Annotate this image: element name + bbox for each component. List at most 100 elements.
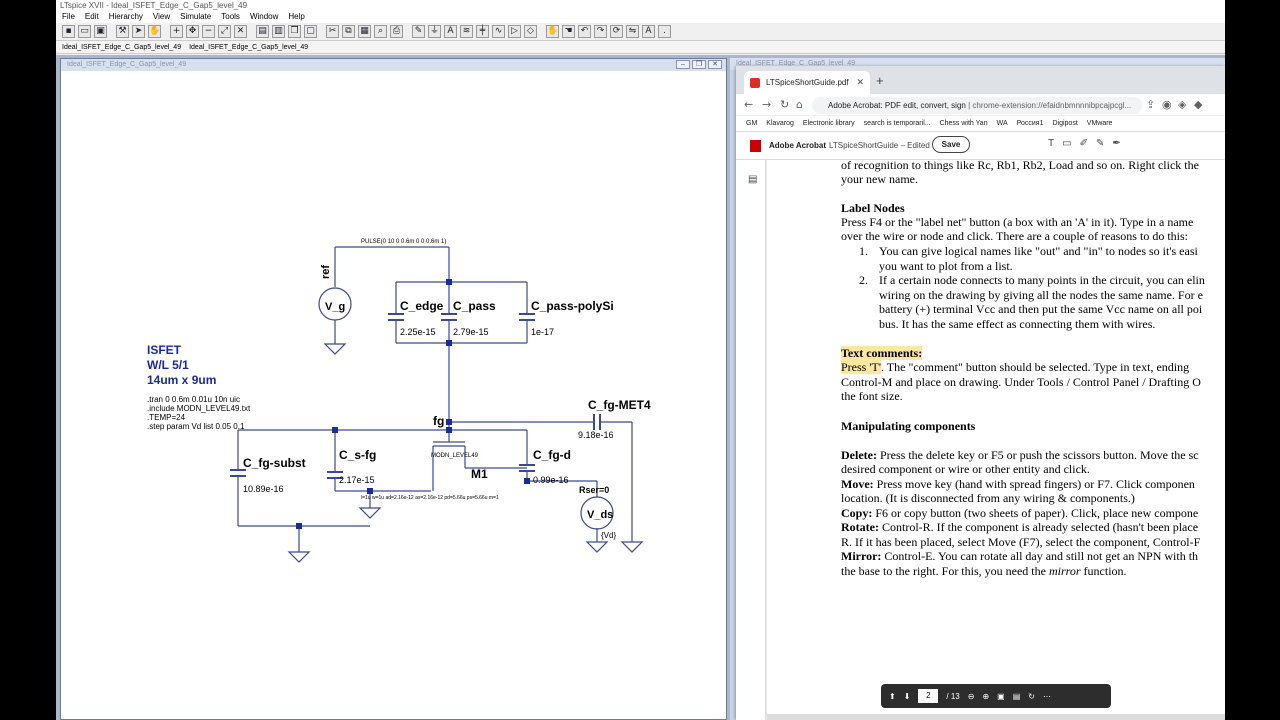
bookmark-digipost[interactable]: Digipost xyxy=(1052,120,1078,127)
close-window-icon[interactable]: ▢ xyxy=(304,25,317,38)
ltspice-menu-bar: File Edit Hierarchy View Simulate Tools … xyxy=(56,11,1225,23)
close-icon[interactable]: ✕ xyxy=(708,60,722,69)
doc-line: wiring on the drawing by giving all the … xyxy=(879,288,1203,302)
copy-icon[interactable]: ⧉ xyxy=(342,25,355,38)
bookmark-klavarog[interactable]: Klavarog xyxy=(766,120,794,127)
bookmark-gm[interactable]: GM xyxy=(746,120,758,127)
fit-page-icon[interactable]: ▣ xyxy=(997,691,1005,701)
doc-line: Press F4 or the "label net" button (a bo… xyxy=(841,215,1194,229)
ground-icon[interactable]: ⏚ xyxy=(428,25,441,38)
isfet-dims: 14um x 9um xyxy=(147,373,216,387)
drag-icon[interactable]: ☚ xyxy=(562,25,575,38)
menu-file[interactable]: File xyxy=(62,12,75,21)
bookmark-electronic-library[interactable]: Electronic library xyxy=(802,120,855,127)
extension-icon-2[interactable]: ◈ xyxy=(1178,98,1187,111)
menu-edit[interactable]: Edit xyxy=(84,12,99,21)
component-icon[interactable]: ◇ xyxy=(524,25,537,38)
minimize-icon[interactable]: – xyxy=(676,60,690,69)
bookmark-chess[interactable]: Chess with Yan xyxy=(939,120,988,127)
extension-icon-3[interactable]: ◆ xyxy=(1194,98,1203,111)
more-icon[interactable]: ⋯ xyxy=(1042,691,1051,701)
inductor-icon[interactable]: ∿ xyxy=(492,25,505,38)
doc-line: location. (It is disconnected from any w… xyxy=(841,491,1135,505)
page-number-input[interactable]: 2 xyxy=(918,689,939,703)
forward-icon[interactable]: → xyxy=(762,98,772,111)
save-icon[interactable]: ▣ xyxy=(94,25,107,38)
run-icon[interactable]: ➤ xyxy=(132,25,145,38)
share-icon[interactable]: ⇪ xyxy=(1146,98,1156,111)
bookmark-wa[interactable]: WA xyxy=(996,120,1008,127)
zoom-fit-icon[interactable]: ⤢ xyxy=(218,25,231,38)
zoom-in-icon[interactable]: + xyxy=(170,25,183,38)
schematic-canvas[interactable]: PULSE(0 10 0 0.6m 0 0 0.6m 1) ref V_g C_… xyxy=(61,72,726,720)
extension-icon[interactable]: ◉ xyxy=(1162,98,1172,111)
tile-vertical-icon[interactable]: ▥ xyxy=(272,25,285,38)
tab-ltspice-guide[interactable]: LTSpiceShortGuide.pdf ✕ xyxy=(744,71,870,94)
zoom-in-icon[interactable]: ⊕ xyxy=(982,691,990,701)
move-icon[interactable]: ✋ xyxy=(546,25,559,38)
bookmark-russia1[interactable]: Росcия1 xyxy=(1016,120,1044,127)
next-page-icon[interactable]: ⬇ xyxy=(903,691,911,701)
capacitor-plates xyxy=(230,313,601,479)
bookmark-search[interactable]: search is temporaril... xyxy=(863,120,931,127)
menu-view[interactable]: View xyxy=(152,12,171,21)
zoom-out-icon[interactable]: − xyxy=(202,25,215,38)
doc-line: You can give logical names like "out" an… xyxy=(879,244,1198,258)
new-icon[interactable]: ▪ xyxy=(62,25,75,38)
print-icon[interactable]: ⎙ xyxy=(390,25,403,38)
tab-close-icon[interactable]: ✕ xyxy=(856,77,864,87)
fit-width-icon[interactable]: ▤ xyxy=(1012,691,1021,701)
menu-tools[interactable]: Tools xyxy=(221,12,240,21)
pan-icon[interactable]: ✥ xyxy=(186,25,199,38)
menu-window[interactable]: Window xyxy=(249,12,279,21)
address-bar-row: ← → ↻ ⌂ Adobe Acrobat: PDF edit, convert… xyxy=(736,94,1225,116)
voltage-sources xyxy=(318,287,614,530)
back-icon[interactable]: ← xyxy=(744,98,754,111)
reload-icon[interactable]: ↻ xyxy=(780,98,790,111)
text-icon[interactable]: A xyxy=(642,25,655,38)
horizontal-scrollbar[interactable] xyxy=(767,714,1225,720)
open-icon[interactable]: ▭ xyxy=(78,25,91,38)
pdf-page[interactable]: of recognition to things like Rc, Rb1, R… xyxy=(767,160,1225,720)
rotate-icon[interactable]: ↻ xyxy=(1028,691,1035,701)
menu-help[interactable]: Help xyxy=(288,12,305,21)
paste-icon[interactable]: ▦ xyxy=(358,25,371,38)
save-button[interactable]: Save xyxy=(932,136,970,153)
comment-icon[interactable]: ▭ xyxy=(1062,138,1072,149)
zoom-out-icon[interactable]: ⊖ xyxy=(967,691,975,701)
home-icon[interactable]: ⌂ xyxy=(796,98,803,111)
zoom-cancel-icon[interactable]: ✕ xyxy=(234,25,247,38)
prev-page-icon[interactable]: ⬆ xyxy=(889,691,896,701)
label-net-icon[interactable]: A xyxy=(444,25,457,38)
menu-hierarchy[interactable]: Hierarchy xyxy=(108,12,143,21)
doc-tab-schematic[interactable]: Ideal_ISFET_Edge_C_Gap5_level_49 xyxy=(62,44,182,51)
tab-title: LTSpiceShortGuide.pdf xyxy=(766,78,849,87)
thumbnails-icon[interactable]: ▤ xyxy=(748,174,758,185)
restore-icon[interactable]: ❐ xyxy=(692,60,706,69)
redo-icon[interactable]: ↷ xyxy=(594,25,607,38)
doc-tab-second[interactable]: Ideal_ISFET_Edge_C_Gap5_level_49 xyxy=(189,44,309,51)
pen-icon[interactable]: ✒ xyxy=(1112,138,1121,149)
rotate-icon[interactable]: ⟳ xyxy=(610,25,623,38)
bookmark-vmware[interactable]: VMware xyxy=(1086,120,1113,127)
find-icon[interactable]: ⌕ xyxy=(374,25,387,38)
highlight-icon[interactable]: ✐ xyxy=(1079,138,1088,149)
new-tab-icon[interactable]: + xyxy=(876,73,884,88)
control-panel-icon[interactable]: ⚒ xyxy=(116,25,129,38)
menu-simulate[interactable]: Simulate xyxy=(180,12,212,21)
text-tool-icon[interactable]: T xyxy=(1048,138,1055,149)
tile-horizontal-icon[interactable]: ▤ xyxy=(256,25,269,38)
draw-icon[interactable]: ✎ xyxy=(1095,138,1105,149)
wire-icon[interactable]: ✎ xyxy=(412,25,425,38)
undo-icon[interactable]: ↶ xyxy=(578,25,591,38)
cascade-icon[interactable]: ❐ xyxy=(288,25,301,38)
resistor-icon[interactable]: ≋ xyxy=(460,25,473,38)
scissors-icon[interactable]: ✂ xyxy=(326,25,339,38)
capacitor-icon[interactable]: ╪ xyxy=(476,25,489,38)
diode-icon[interactable]: ▷ xyxy=(508,25,521,38)
mirror-icon[interactable]: ⇋ xyxy=(626,25,639,38)
omnibox[interactable]: Adobe Acrobat: PDF edit, convert, sign |… xyxy=(812,97,1142,114)
spice-directive-icon[interactable]: . xyxy=(658,25,671,38)
halt-icon[interactable]: ✋ xyxy=(148,25,161,38)
c-fg-subst-label: C_fg-subst xyxy=(243,456,306,470)
